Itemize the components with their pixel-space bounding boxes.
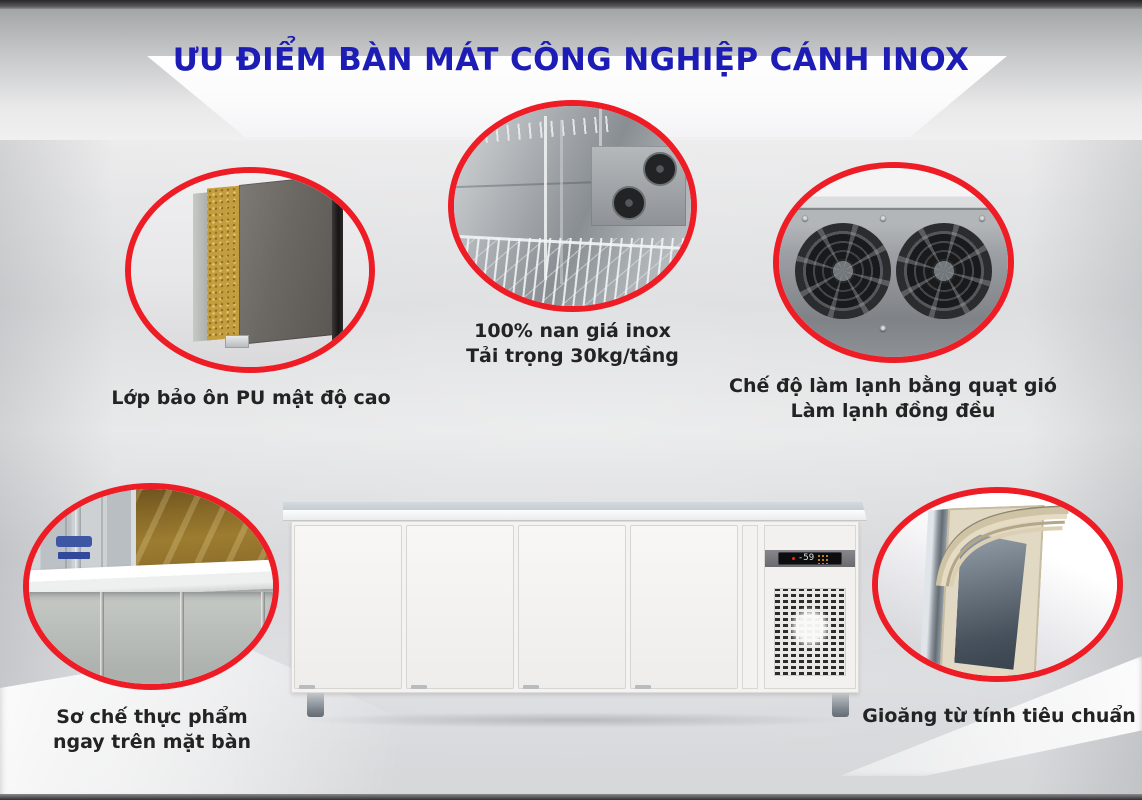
page-title: ƯU ĐIỂM BÀN MÁT CÔNG NGHIỆP CÁNH INOX — [172, 42, 970, 78]
bottom-dark-strip — [0, 794, 1142, 800]
cooling-fan-right — [895, 222, 992, 319]
cabinet-doors-below — [29, 592, 273, 684]
screw — [879, 324, 886, 331]
chrome-pole — [75, 500, 82, 571]
door-hinge — [523, 685, 539, 689]
cabinet-door-seam — [99, 592, 104, 684]
interior-fan — [612, 185, 647, 220]
caption-line: Tải trọng 30kg/tầng — [466, 345, 679, 368]
cold-table-product-image: -59 — [283, 500, 867, 728]
door-hinge — [411, 685, 427, 689]
caption-magnetic-gasket: Gioăng từ tính tiêu chuẩn — [849, 704, 1142, 729]
cooling-fan-left — [795, 222, 892, 319]
caption-inox-shelves: 100% nan giá inox Tải trọng 30kg/tầng — [420, 319, 725, 369]
fan-grille-spokes — [895, 222, 992, 319]
caption-line: 100% nan giá inox — [474, 320, 671, 342]
cabinet-door-seam — [260, 592, 265, 684]
screw — [879, 215, 886, 222]
temperature-readout: -59 — [797, 553, 815, 563]
right-leg — [832, 693, 849, 717]
interior-scene — [454, 106, 691, 306]
upper-wire-shelf — [463, 115, 616, 145]
door-3 — [518, 525, 626, 689]
caption-pu-insulation: Lớp bảo ôn PU mật độ cao — [101, 386, 401, 411]
pu-front-panel — [239, 175, 334, 345]
door-corner-group — [919, 501, 1081, 676]
left-leg — [307, 693, 324, 717]
cabinet-body: -59 — [291, 521, 859, 693]
pu-edge-frame — [332, 173, 343, 349]
screw — [979, 215, 986, 222]
product-shadow — [293, 712, 853, 728]
caption-cooling-fans: Chế độ làm lạnh bằng quạt gió Làm lạnh đ… — [715, 374, 1071, 424]
temperature-display: -59 — [778, 552, 842, 565]
top-dark-strip — [0, 0, 1142, 9]
caption-line: Chế độ làm lạnh bằng quạt gió — [729, 375, 1057, 397]
caption-line: Sơ chế thực phẩm — [56, 706, 248, 728]
control-panel-band: -59 — [765, 550, 855, 567]
countertop-surface — [283, 502, 867, 510]
blue-equipment-part — [55, 535, 92, 547]
feature-photo-pu-insulation — [125, 167, 375, 373]
countertop-front-edge — [283, 510, 867, 521]
caption-counter-prep: Sơ chế thực phẩm ngay trên mặt bàn — [2, 705, 302, 755]
counter-prep-scene — [29, 489, 273, 684]
cabinet-door-seam — [180, 592, 185, 684]
power-indicator-dot — [791, 557, 795, 560]
interior-fan-panel — [591, 146, 687, 226]
gasket-scene — [878, 493, 1117, 676]
panel-divider — [131, 489, 138, 575]
display-button-dots — [817, 553, 829, 564]
countertop-slab — [283, 502, 867, 521]
feature-photo-inox-shelves — [448, 100, 697, 312]
door-1 — [294, 525, 402, 689]
panel-seam — [779, 207, 1008, 210]
caption-line: Lớp bảo ôn PU mật độ cao — [111, 387, 391, 409]
door-hinge — [635, 685, 651, 689]
compressor-section: -59 — [764, 525, 856, 689]
door-hinge — [299, 685, 315, 689]
divider-panel — [742, 525, 758, 689]
feature-photo-counter-prep — [23, 483, 279, 690]
caption-line: Gioăng từ tính tiêu chuẩn — [862, 705, 1136, 727]
pu-panel-scene — [131, 173, 369, 367]
screw — [979, 324, 986, 331]
shelf-post — [544, 116, 548, 280]
feature-photo-cooling-fans — [773, 162, 1014, 363]
door-4 — [630, 525, 738, 689]
pu-foam-layer — [207, 185, 241, 341]
pu-bottom-bracket — [225, 335, 249, 348]
gasket-strip-curve — [935, 505, 1069, 587]
screw — [801, 215, 808, 222]
fan-grille-spokes — [795, 222, 892, 319]
fans-scene — [779, 168, 1008, 357]
caption-line: Làm lạnh đồng đều — [790, 400, 996, 423]
screw — [801, 324, 808, 331]
caption-line: ngay trên mặt bàn — [52, 731, 252, 754]
ventilation-grille — [774, 588, 846, 676]
feature-photo-magnetic-gasket — [872, 487, 1123, 682]
door-2 — [406, 525, 514, 689]
interior-fan — [642, 152, 677, 187]
